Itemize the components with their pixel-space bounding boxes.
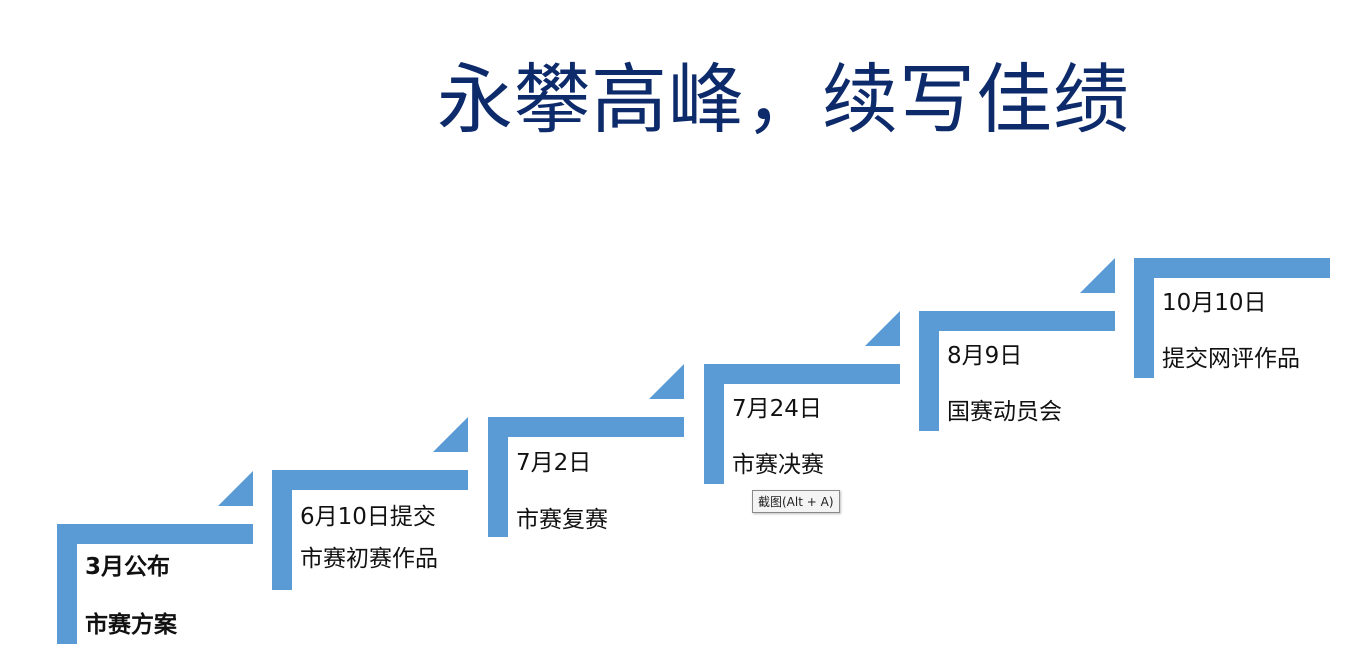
step-bar-horizontal: [919, 311, 1115, 331]
step-event: 市赛方案: [85, 612, 177, 638]
step-date: 10月10日: [1162, 290, 1267, 316]
step-bar-horizontal: [704, 364, 900, 384]
step-bar-vertical: [488, 417, 508, 537]
step-date: 6月10日提交: [300, 504, 436, 530]
step-bar-vertical: [57, 524, 77, 644]
step-date: 3月公布: [85, 554, 171, 580]
screenshot-tooltip: 截图(Alt + A): [752, 490, 840, 513]
step-bar-horizontal: [1134, 258, 1330, 278]
step-event: 市赛复赛: [516, 507, 608, 533]
step-date: 8月9日: [947, 343, 1023, 369]
step-arrow-triangle: [649, 364, 684, 399]
step-date: 7月2日: [516, 450, 592, 476]
step-bar-horizontal: [488, 417, 684, 437]
step-1: 3月公布 市赛方案: [57, 471, 253, 644]
step-4: 7月24日 市赛决赛: [704, 311, 900, 484]
step-6: 10月10日 提交网评作品: [1134, 258, 1330, 378]
step-event: 市赛初赛作品: [300, 546, 438, 572]
step-bar-horizontal: [272, 470, 468, 490]
step-arrow-triangle: [433, 417, 468, 452]
step-bar-horizontal: [57, 524, 253, 544]
step-3: 7月2日 市赛复赛: [488, 364, 684, 537]
step-bar-vertical: [272, 470, 292, 590]
step-arrow-triangle: [1080, 258, 1115, 293]
step-date: 7月24日: [732, 396, 822, 422]
step-arrow-triangle: [865, 311, 900, 346]
step-event: 国赛动员会: [947, 399, 1062, 425]
step-bar-vertical: [1134, 258, 1154, 378]
page-title: 永攀高峰，续写佳绩: [437, 55, 1130, 144]
step-event: 市赛决赛: [732, 452, 824, 478]
step-5: 8月9日 国赛动员会: [919, 258, 1115, 431]
step-bar-vertical: [704, 364, 724, 484]
step-event: 提交网评作品: [1162, 346, 1300, 372]
step-2: 6月10日提交 市赛初赛作品: [272, 417, 468, 590]
step-bar-vertical: [919, 311, 939, 431]
step-arrow-triangle: [218, 471, 253, 506]
